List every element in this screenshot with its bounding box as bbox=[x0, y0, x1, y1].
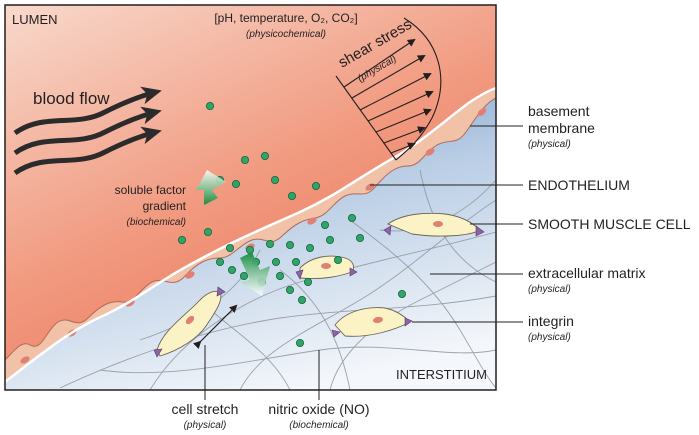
gradient-arrow-down bbox=[240, 252, 270, 296]
shear-stress-profile bbox=[335, 17, 442, 161]
ecm-type: (physical) bbox=[528, 284, 571, 295]
interstitium-label: INTERSTITIUM bbox=[396, 367, 487, 382]
integrin-marker bbox=[216, 286, 226, 297]
integrins bbox=[153, 225, 485, 358]
smooth-muscle-nuclei bbox=[185, 221, 443, 325]
cell-stretch-type: (physical) bbox=[184, 420, 227, 431]
basement-membrane-label-1: basement bbox=[528, 103, 590, 119]
cell-stretch-arrow bbox=[192, 304, 238, 350]
smooth-muscle-cell bbox=[334, 307, 411, 337]
endothelium-label: ENDOTHELIUM bbox=[528, 177, 630, 193]
physicochemical-list: [pH, temperature, O₂, CO₂] bbox=[214, 11, 357, 25]
integrin-marker bbox=[349, 267, 358, 277]
soluble-factor-type: (biochemical) bbox=[127, 217, 186, 228]
integrin-marker bbox=[295, 269, 304, 280]
blood-flow-label: blood flow bbox=[33, 89, 110, 108]
leader-lines bbox=[204, 125, 523, 400]
basement-membrane bbox=[5, 86, 496, 383]
nitric-oxide-label: nitric oxide (NO) bbox=[268, 401, 369, 417]
integrin-label: integrin bbox=[528, 313, 574, 329]
integrin-marker bbox=[383, 225, 392, 236]
integrin-marker bbox=[404, 317, 413, 327]
nitric-oxide-type: (biochemical) bbox=[289, 420, 348, 431]
cell-stretch-label: cell stretch bbox=[172, 401, 239, 417]
diagram-frame bbox=[4, 4, 497, 391]
ecm-label: extracellular matrix bbox=[528, 265, 645, 281]
soluble-factor-label-1: soluble factor bbox=[115, 183, 186, 197]
basement-membrane-label-2: membrane bbox=[528, 120, 595, 136]
lumen-label: LUMEN bbox=[12, 12, 58, 27]
gradient-arrow-up bbox=[196, 170, 226, 205]
soluble-factor-label-2: gradient bbox=[143, 199, 187, 213]
integrin-marker bbox=[153, 348, 163, 358]
integrin-type: (physical) bbox=[528, 332, 571, 343]
integrin-marker bbox=[331, 329, 341, 338]
smooth-muscle-label: SMOOTH MUSCLE CELL bbox=[528, 216, 691, 232]
basement-membrane-type: (physical) bbox=[528, 139, 571, 150]
physicochemical-type: (physicochemical) bbox=[246, 29, 326, 40]
integrin-marker bbox=[475, 225, 485, 237]
blood-flow-arrows bbox=[13, 86, 162, 176]
